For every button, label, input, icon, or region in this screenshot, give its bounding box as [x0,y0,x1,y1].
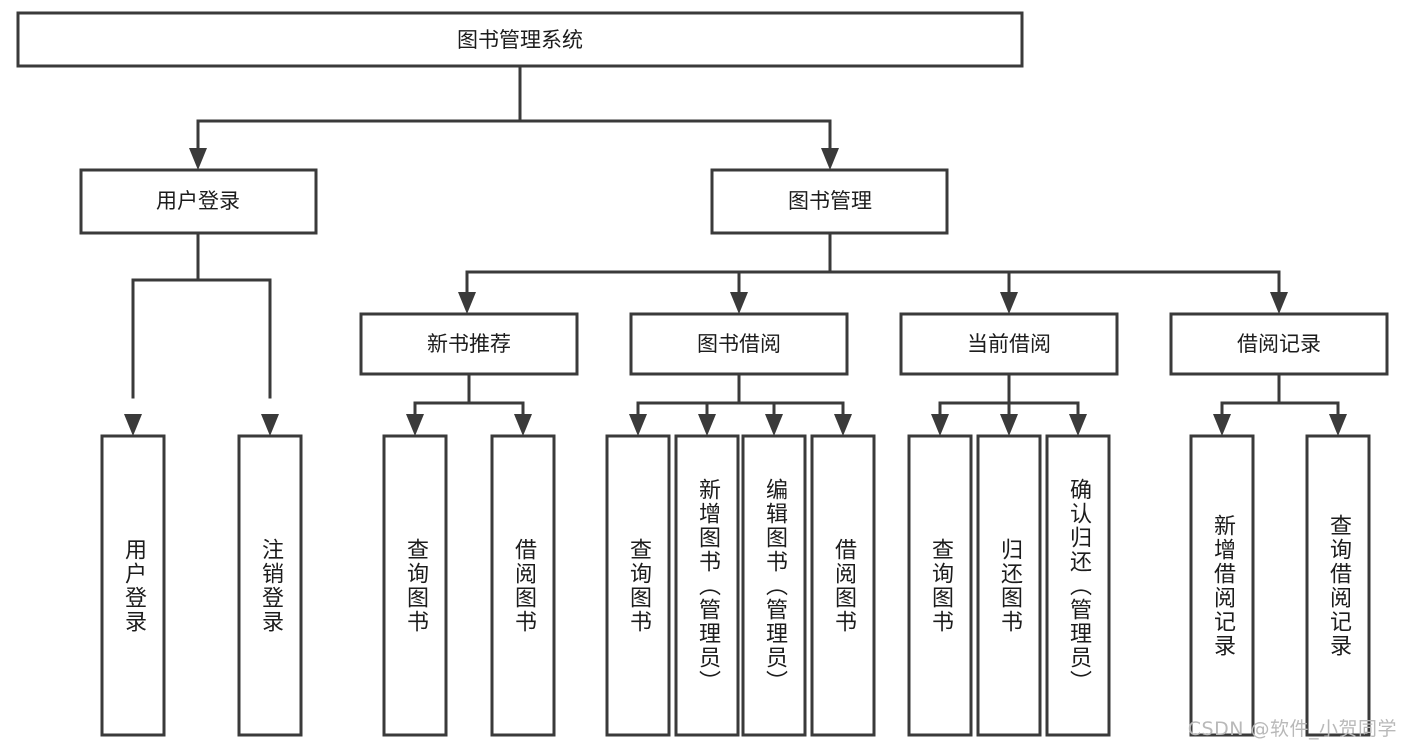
node-leaf-borrow-book-1[interactable] [490,434,556,737]
node-borrow-record[interactable]: 借阅记录 [1169,312,1389,376]
arrow-icon-leaf-query-record [1329,414,1347,436]
node-book-manage-label: 图书管理 [788,189,872,213]
node-leaf-confirm-return-box[interactable] [1045,434,1111,737]
node-new-book-recommend[interactable]: 新书推荐 [359,312,579,376]
node-leaf-borrow-book-1-box[interactable] [490,434,556,737]
node-leaf-return-book-box[interactable] [976,434,1042,737]
node-leaf-edit-book[interactable] [741,434,807,737]
node-leaf-query-book-2[interactable] [605,434,671,737]
node-new-book-recommend-box[interactable] [359,312,579,376]
node-leaf-add-record[interactable] [1189,434,1255,737]
node-leaf-borrow-book-2-box[interactable] [810,434,876,737]
arrow-icon-leaf-query-book-1 [406,414,424,436]
arrow-icon-book-manage [821,148,839,170]
node-leaf-add-record-box[interactable] [1189,434,1255,737]
node-leaf-query-record-box[interactable] [1305,434,1371,737]
arrow-heads [124,148,1347,436]
node-leaf-user-login[interactable] [100,434,166,737]
arrow-icon-leaf-query-book-2 [629,414,647,436]
node-leaf-return-book[interactable] [976,434,1042,737]
arrow-icon-leaf-add-record [1213,414,1231,436]
arrow-icon-leaf-confirm-return [1069,414,1087,436]
node-leaf-confirm-return[interactable] [1045,434,1111,737]
arrow-icon-user-login [189,148,207,170]
node-leaf-query-book-3-box[interactable] [907,434,973,737]
node-leaf-user-login-box[interactable] [100,434,166,737]
arrow-icon-current-borrow [1000,292,1018,314]
arrow-icon-leaf-logout-login [261,414,279,436]
arrow-icon-leaf-borrow-book-1 [514,414,532,436]
node-leaf-add-book[interactable] [674,434,740,737]
arrow-icon-leaf-query-book-3 [931,414,949,436]
arrow-icon-leaf-edit-book [765,414,783,436]
arrow-icon-new-book-recommend [458,292,476,314]
node-borrow-record-label: 借阅记录 [1237,332,1321,356]
node-book-manage[interactable]: 图书管理 [710,168,949,235]
node-new-book-recommend-label: 新书推荐 [427,332,511,356]
node-leaf-add-book-box[interactable] [674,434,740,737]
node-root[interactable]: 图书管理系统 [16,11,1024,68]
node-leaf-query-book-2-box[interactable] [605,434,671,737]
arrow-icon-leaf-add-book [698,414,716,436]
node-user-login-label: 用户登录 [156,189,240,213]
node-root-box[interactable] [16,11,1024,68]
node-current-borrow[interactable]: 当前借阅 [899,312,1119,376]
node-leaf-logout-login[interactable] [237,434,303,737]
node-borrow-record-box[interactable] [1169,312,1389,376]
node-leaf-borrow-book-2[interactable] [810,434,876,737]
node-leaf-logout-login-box[interactable] [237,434,303,737]
node-leaf-query-record[interactable] [1305,434,1371,737]
node-user-login-box[interactable] [79,168,318,235]
arrow-icon-book-borrow [730,292,748,314]
arrow-icon-leaf-return-book [1000,414,1018,436]
node-book-borrow[interactable]: 图书借阅 [629,312,849,376]
node-current-borrow-box[interactable] [899,312,1119,376]
node-leaf-query-book-1[interactable] [382,434,448,737]
node-leaf-query-book-1-box[interactable] [382,434,448,737]
node-book-manage-box[interactable] [710,168,949,235]
arrow-icon-borrow-record [1270,292,1288,314]
node-root-label: 图书管理系统 [457,28,583,52]
node-user-login[interactable]: 用户登录 [79,168,318,235]
node-current-borrow-label: 当前借阅 [967,332,1051,356]
arrow-icon-leaf-user-login [124,414,142,436]
node-leaf-query-book-3[interactable] [907,434,973,737]
node-leaf-edit-book-box[interactable] [741,434,807,737]
node-book-borrow-label: 图书借阅 [697,332,781,356]
node-book-borrow-box[interactable] [629,312,849,376]
arrow-icon-leaf-borrow-book-2 [834,414,852,436]
